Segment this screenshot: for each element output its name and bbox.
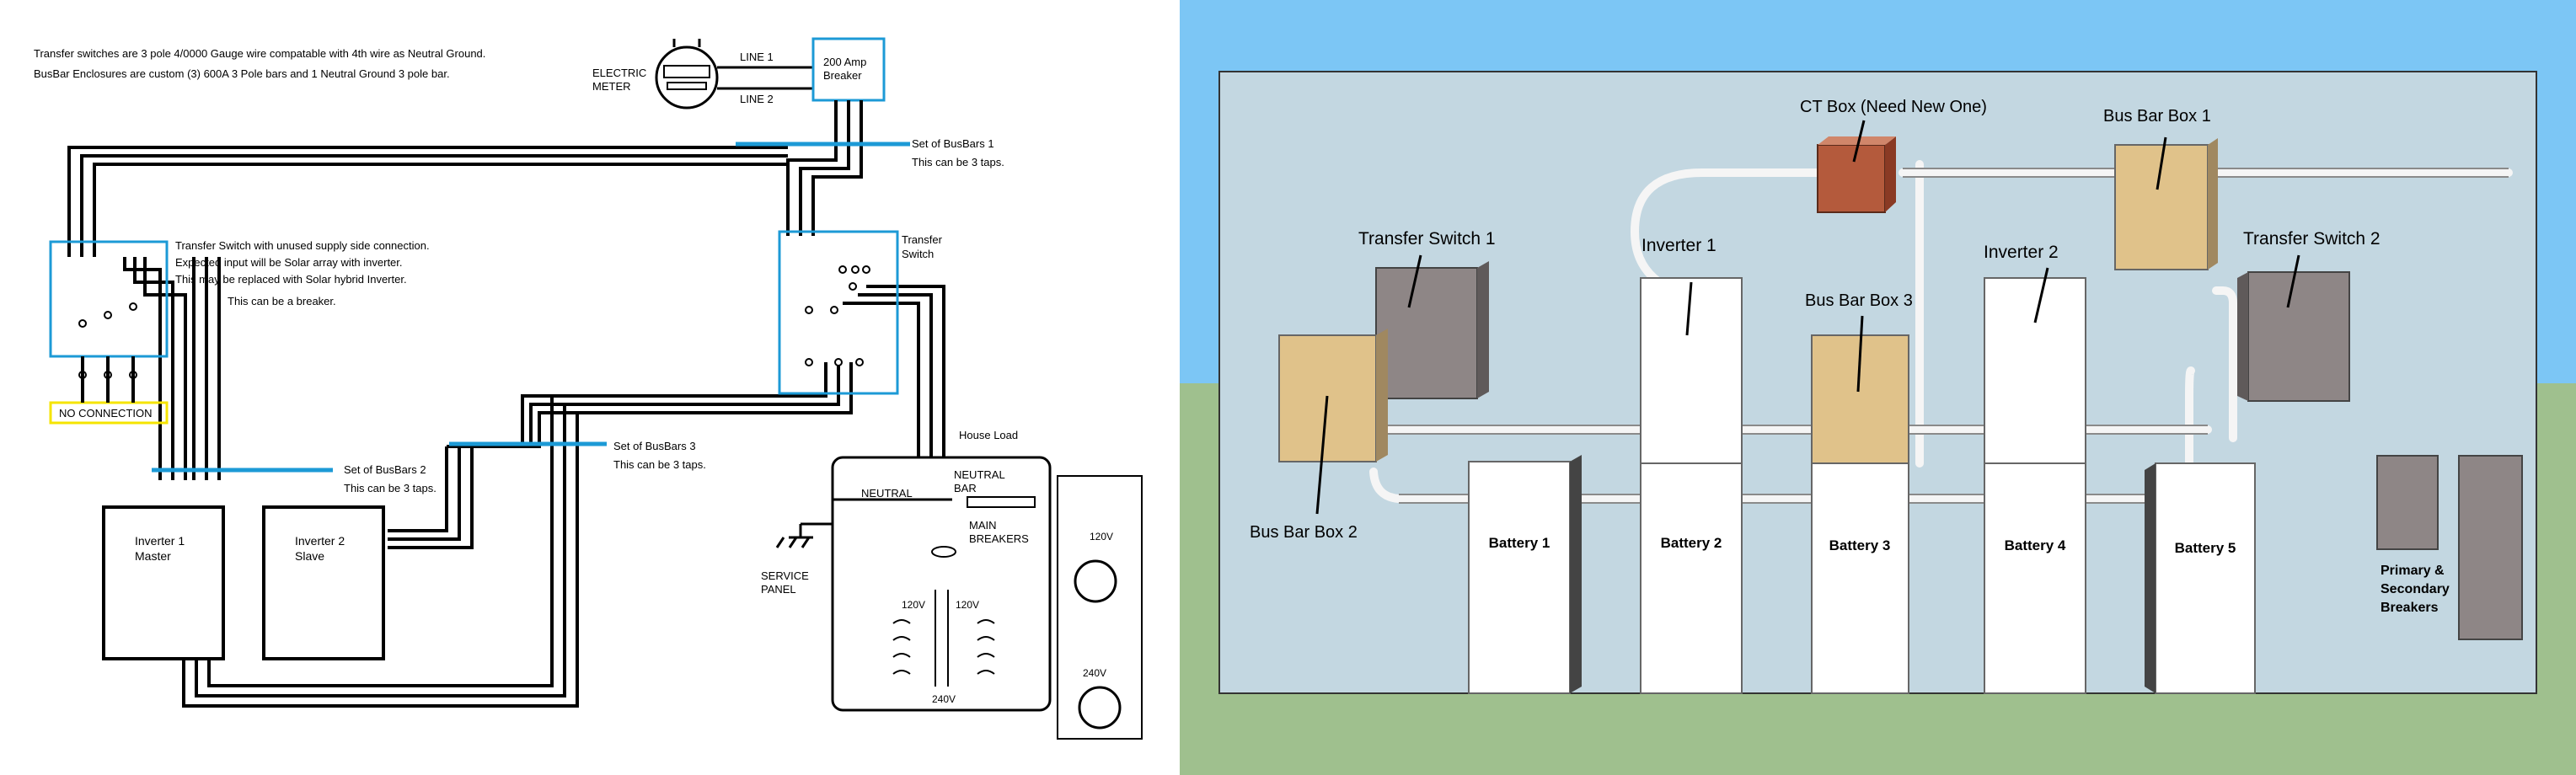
line1-label: LINE 1 — [740, 51, 774, 63]
busbar1-note: This can be 3 taps. — [912, 156, 1004, 168]
meter-label-line1: ELECTRIC — [592, 67, 646, 79]
panel-breakers — [892, 546, 995, 687]
battery-5: Battery 5 — [2145, 462, 2256, 694]
v120-right-label: 120V — [956, 599, 979, 611]
inverter-1-master — [102, 505, 225, 660]
secondary-breaker — [2458, 455, 2523, 640]
service-panel-label-1: SERVICE — [761, 569, 809, 582]
breaker-label-1: 200 Amp — [823, 56, 866, 68]
neutral-bar-label-2: BAR — [954, 482, 977, 494]
transfer-switch-contacts — [805, 265, 870, 366]
battery-2: Battery 2 — [1640, 462, 1743, 694]
battery-3: Battery 3 — [1811, 462, 1909, 694]
note-busbar-enclosures: BusBar Enclosures are custom (3) 600A 3 … — [34, 67, 450, 80]
inverter2-role: Slave — [295, 549, 324, 563]
bus-bar-box-3-label: Bus Bar Box 3 — [1805, 291, 1913, 310]
battery-4: Battery 4 — [1984, 462, 2086, 694]
inverter-1-label: Inverter 1 — [1641, 236, 1716, 255]
busbar3-note: This can be 3 taps. — [613, 458, 706, 471]
busbar2-note: This can be 3 taps. — [344, 482, 436, 494]
breakers-label-1: Primary & — [2381, 564, 2445, 578]
transfer-switch-1 — [1375, 267, 1478, 399]
breakers-label-3: Breakers — [2381, 601, 2439, 615]
ts-note-2: Expected input will be Solar array with … — [175, 256, 403, 269]
layout-canvas: CT Box (Need New One) Bus Bar Box 1 Tran… — [1180, 0, 2576, 775]
primary-breaker — [2376, 455, 2439, 550]
outlet-120v-icon — [1074, 559, 1117, 603]
inverter1-label: Inverter 1 — [135, 534, 185, 548]
bus-bar-box-2-label: Bus Bar Box 2 — [1250, 523, 1358, 542]
electric-meter-icon — [655, 39, 719, 110]
inverter2-label: Inverter 2 — [295, 534, 345, 548]
outlet-240v-icon — [1078, 686, 1122, 730]
service-panel — [831, 456, 1052, 712]
battery-1: Battery 1 — [1468, 455, 1582, 694]
battery-4-label: Battery 4 — [2005, 537, 2066, 553]
ts-note-4: This can be a breaker. — [228, 295, 336, 307]
ground-symbol-icon — [775, 522, 833, 548]
transfer-switch-1-label: Transfer Switch 1 — [1358, 229, 1496, 249]
inverter1-role: Master — [135, 549, 171, 563]
ts-note-3: This may be replaced with Solar hybrid I… — [175, 273, 407, 286]
busbar2-title: Set of BusBars 2 — [344, 463, 426, 476]
battery-2-label: Battery 2 — [1661, 535, 1722, 551]
inverter-2-slave — [262, 505, 385, 660]
breakers-label-2: Secondary — [2381, 582, 2450, 596]
v120-left-label: 120V — [902, 599, 925, 611]
note-transfer-switches: Transfer switches are 3 pole 4/0000 Gaug… — [34, 47, 485, 60]
inverter-2 — [1984, 277, 2086, 464]
line2-label: LINE 2 — [740, 93, 774, 105]
wiring-schematic: Transfer switches are 3 pole 4/0000 Gaug… — [0, 0, 1180, 775]
meter-label-line2: METER — [592, 80, 631, 93]
ct-box — [1817, 144, 1886, 213]
battery-1-label: Battery 1 — [1489, 535, 1550, 551]
main-breakers-label-2: BREAKERS — [969, 532, 1029, 545]
equipment-layout-3d: CT Box (Need New One) Bus Bar Box 1 Tran… — [1180, 0, 2576, 775]
busbar3-title: Set of BusBars 3 — [613, 440, 696, 452]
transfer-switch-main — [778, 230, 899, 395]
bus-bar-box-1-label: Bus Bar Box 1 — [2103, 107, 2211, 126]
transfer-switch-2-label: Transfer Switch 2 — [2243, 229, 2381, 249]
v240-panel-label: 240V — [932, 693, 956, 705]
outlet-120v-label: 120V — [1090, 531, 1113, 542]
ts-note-1: Transfer Switch with unused supply side … — [175, 239, 430, 252]
inverter-2-label: Inverter 2 — [1984, 243, 2059, 262]
breaker-label-2: Breaker — [823, 69, 862, 82]
outlet-240v-label: 240V — [1083, 667, 1106, 679]
battery-5-label: Battery 5 — [2175, 540, 2236, 556]
battery-3-label: Battery 3 — [1829, 537, 1891, 553]
busbar1-title: Set of BusBars 1 — [912, 137, 994, 150]
main-breakers-label-1: MAIN — [969, 519, 997, 532]
ct-box-label: CT Box (Need New One) — [1800, 98, 1987, 116]
inverter-1 — [1640, 277, 1743, 464]
transfer-switch-unused — [49, 240, 169, 358]
transfer-switch-2 — [2247, 271, 2350, 402]
neutral-bar-label-1: NEUTRAL — [954, 468, 1005, 481]
house-load-label: House Load — [959, 429, 1018, 441]
service-panel-label-2: PANEL — [761, 583, 796, 596]
schematic-canvas: Transfer switches are 3 pole 4/0000 Gaug… — [34, 37, 1143, 740]
transfer-switch-label-2: Switch — [902, 248, 934, 260]
no-connection-label: NO CONNECTION — [59, 407, 153, 420]
neutral-label: NEUTRAL — [861, 487, 913, 500]
transfer-switch-label-1: Transfer — [902, 233, 943, 246]
